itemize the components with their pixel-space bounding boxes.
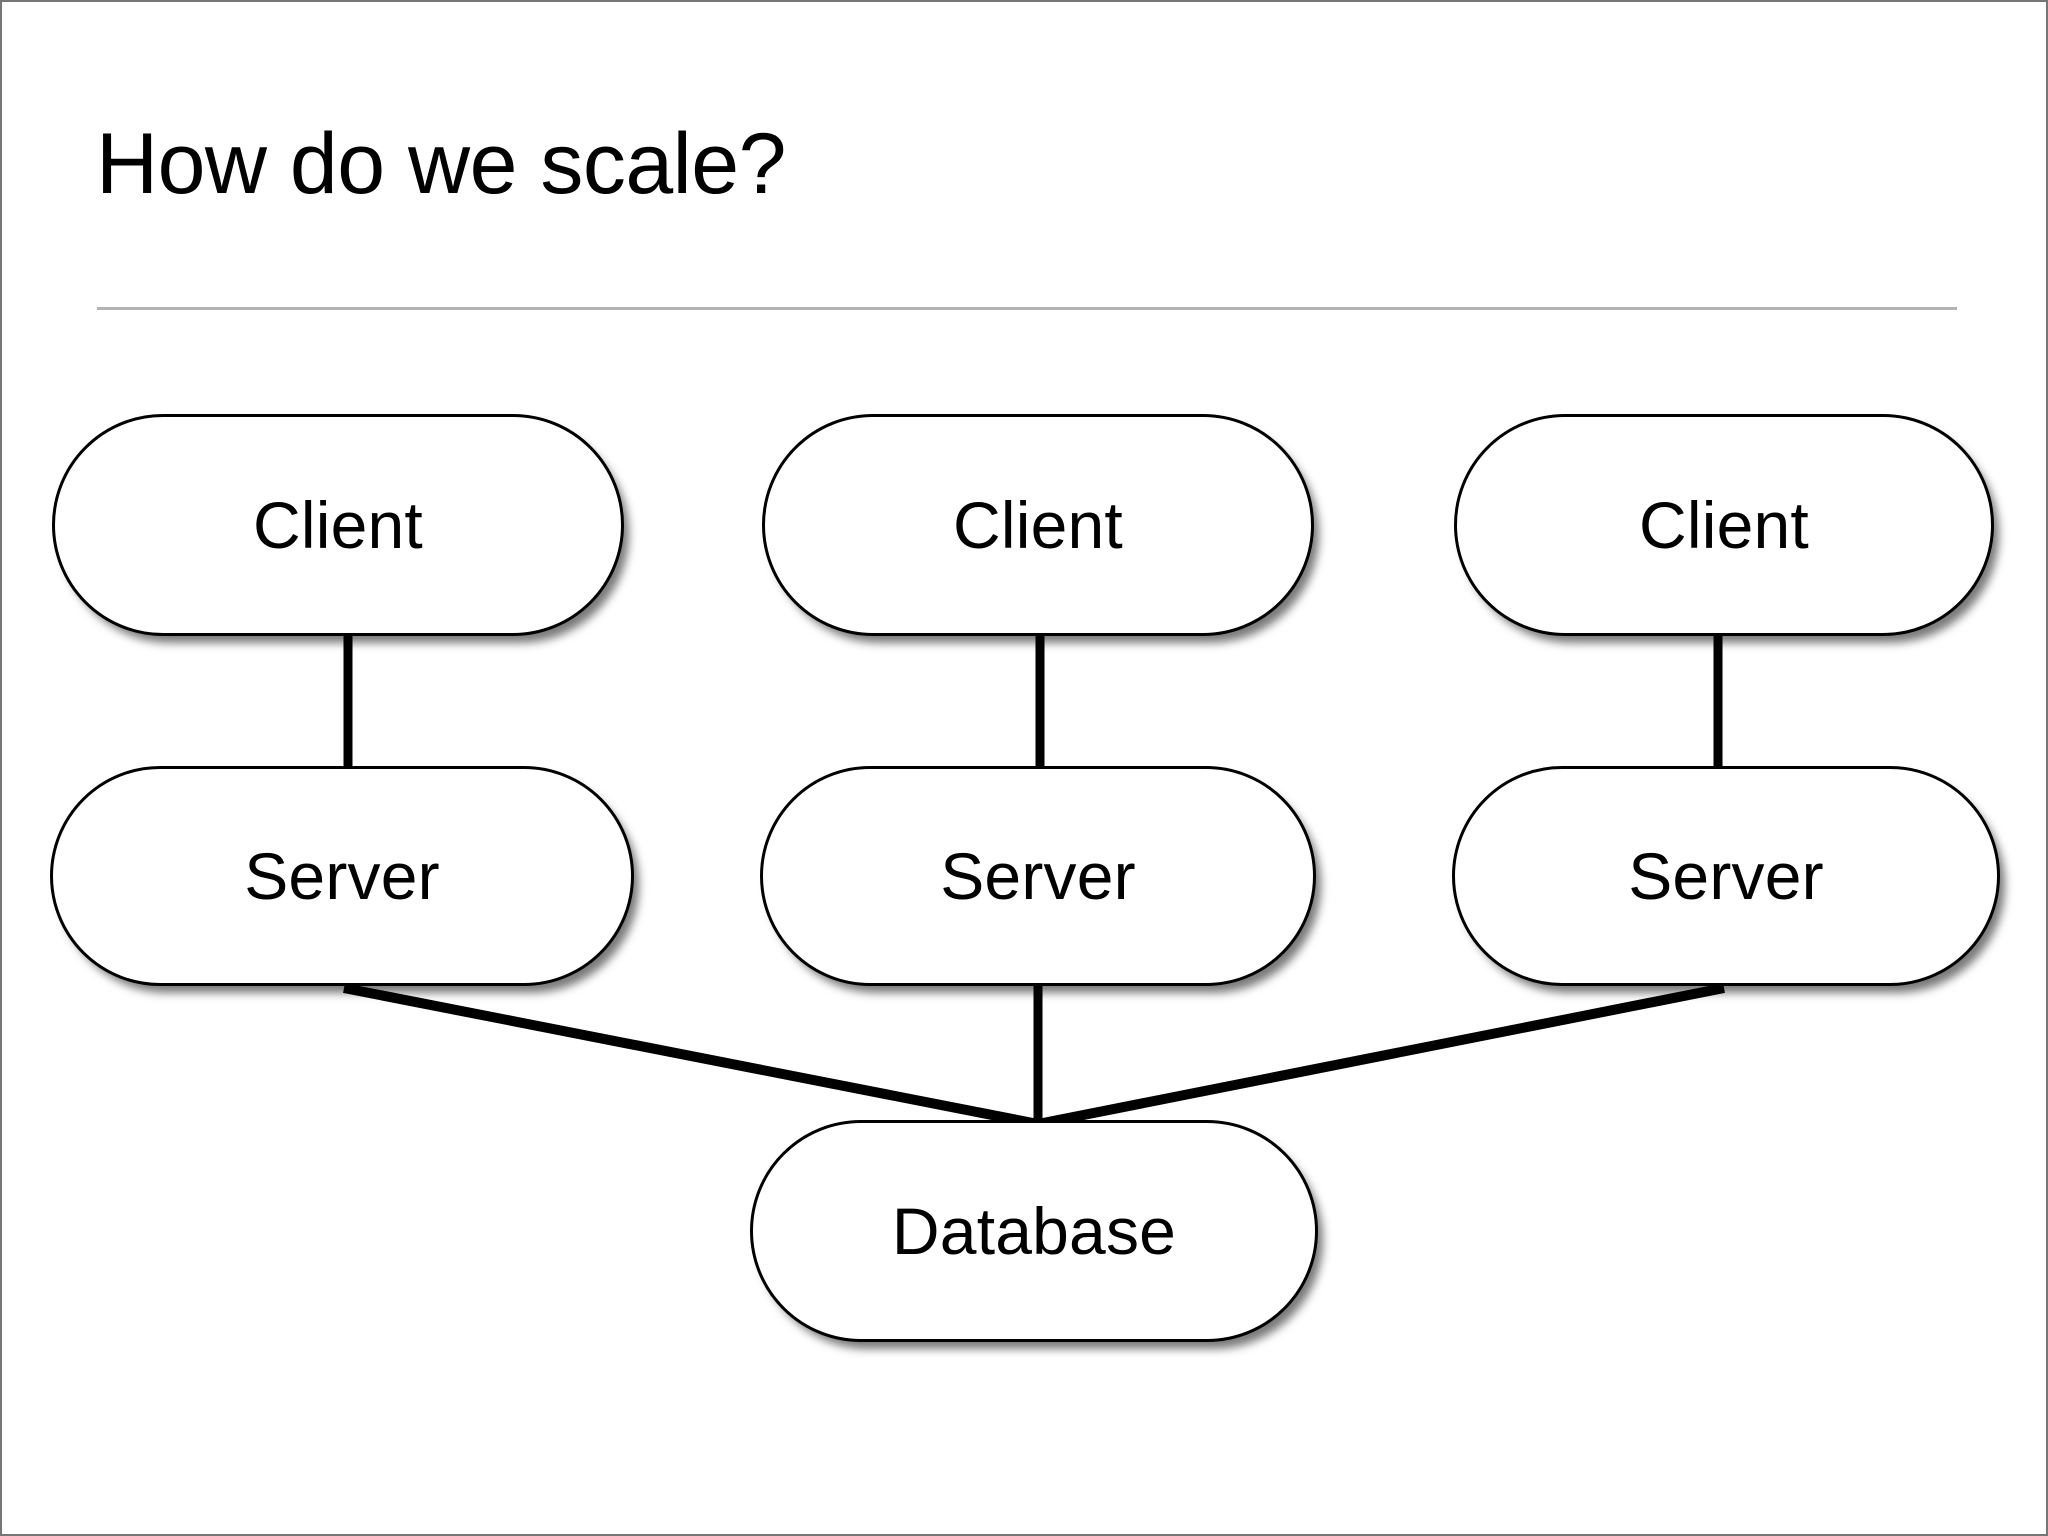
page-title: How do we scale? <box>96 116 786 212</box>
title-divider <box>97 307 1957 310</box>
node-label: Database <box>891 1194 1177 1268</box>
node-label: Client <box>253 488 423 562</box>
node-server-1[interactable]: Server <box>50 766 634 986</box>
edge-server1-database <box>343 983 1039 1129</box>
node-label: Client <box>1639 488 1809 562</box>
node-client-1[interactable]: Client <box>52 414 624 636</box>
node-database[interactable]: Database <box>750 1120 1318 1342</box>
node-label: Server <box>1628 839 1824 913</box>
node-server-2[interactable]: Server <box>760 766 1316 986</box>
node-client-3[interactable]: Client <box>1454 414 1994 636</box>
node-label: Server <box>244 839 440 913</box>
node-server-3[interactable]: Server <box>1452 766 2000 986</box>
node-label: Client <box>953 488 1123 562</box>
edge-server3-database <box>1037 983 1725 1129</box>
node-client-2[interactable]: Client <box>762 414 1314 636</box>
node-label: Server <box>940 839 1136 913</box>
